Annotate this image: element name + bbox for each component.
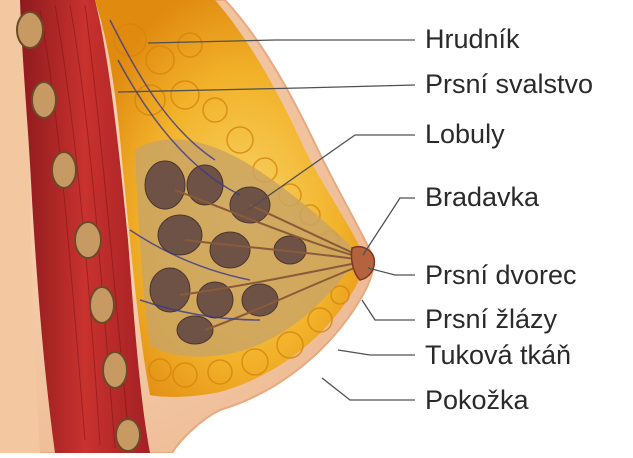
label-nipple: Bradavka [425, 184, 539, 211]
label-pectoral-muscle: Prsní svalstvo [425, 71, 593, 98]
label-mammary-glands: Prsní žlázy [425, 306, 557, 333]
label-chest: Hrudník [425, 26, 520, 53]
label-fat-tissue: Tuková tkáň [425, 342, 571, 369]
label-skin: Pokožka [425, 387, 529, 414]
label-lobules: Lobuly [425, 121, 505, 148]
label-areola: Prsní dvorec [425, 262, 577, 289]
